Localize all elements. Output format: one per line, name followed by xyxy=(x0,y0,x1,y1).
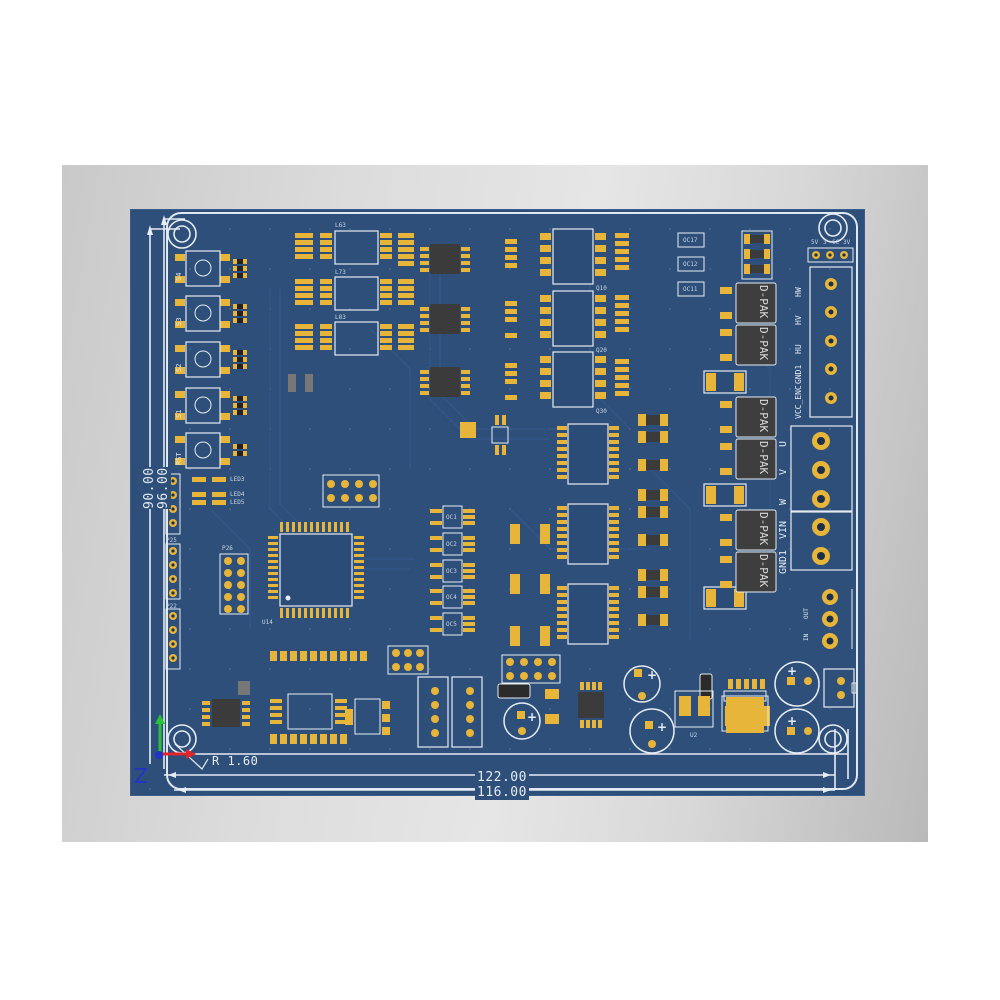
hall-header-label-2: 3 xyxy=(823,239,827,246)
switch-label-rst: RST xyxy=(175,452,183,465)
dpak-label-5: D-PAK xyxy=(757,512,770,546)
small-ic-label-oc11: OC11 xyxy=(683,286,698,293)
led-label-5: LED5 xyxy=(230,499,245,506)
hall-header-label-4: 3V xyxy=(843,239,851,246)
hall-header-label-3: CC xyxy=(832,239,840,246)
inductor-label-l73: L73 xyxy=(335,269,346,276)
switch-label-s2: S2 xyxy=(175,363,183,372)
motor-pin-label-w: W xyxy=(778,498,789,505)
hall-header-label-1: 5V xyxy=(811,239,819,246)
svg-text:+: + xyxy=(657,720,667,734)
dimension-width-outer: 122.00 xyxy=(475,770,529,785)
z-axis-label: Z xyxy=(134,764,148,788)
dpak-label-2: D-PAK xyxy=(757,327,770,361)
driver-label-q20: Q20 xyxy=(596,347,607,354)
hall-pin-label-vcc-enc: VCC_ENC xyxy=(794,385,803,419)
hall-pin-label-hu: HU xyxy=(794,344,803,354)
dpak-label-4: D-PAK xyxy=(757,441,770,475)
opto-label-2: OC2 xyxy=(446,541,457,548)
switch-label-s3: S3 xyxy=(175,317,183,326)
driver-label-q10: Q10 xyxy=(596,285,607,292)
small-ic-label-oc12: OC12 xyxy=(683,261,698,268)
inductor-label-l63: L63 xyxy=(335,222,346,229)
corner-radius-label: R 1.60 xyxy=(212,754,259,768)
motor-pin-label-v: V xyxy=(778,468,789,475)
motor-pin-label-u: U xyxy=(778,440,789,447)
aux-label-out: OUT xyxy=(803,608,810,619)
inductor-label-l83: L83 xyxy=(335,314,346,321)
svg-text:+: + xyxy=(647,668,657,682)
opto-label-1: OC1 xyxy=(446,514,457,521)
hall-pin-label-hw: HW xyxy=(794,287,803,297)
switch-label-s4: S4 xyxy=(175,272,183,281)
opto-label-4: OC4 xyxy=(446,594,457,601)
pcb-board: + + + + + xyxy=(130,209,865,800)
driver-label-q30: Q30 xyxy=(596,408,607,415)
dimension-height-inner: 90.00 xyxy=(142,467,157,509)
dpak-label-3: D-PAK xyxy=(757,399,770,433)
header-label-p26: P26 xyxy=(222,545,233,552)
dpak-label-6: D-PAK xyxy=(757,554,770,588)
aux-label-in: IN xyxy=(803,633,810,641)
hall-pin-label-gnd1: GND1 xyxy=(794,364,803,384)
power-pin-label-gnd1: GND1 xyxy=(778,549,789,574)
led-label-3: LED3 xyxy=(230,476,245,483)
svg-text:+: + xyxy=(787,714,797,728)
small-ic-label-oc17: OC17 xyxy=(683,237,698,244)
svg-text:+: + xyxy=(527,710,537,724)
switch-label-s1: S1 xyxy=(175,409,183,418)
dimension-width-inner: 116.00 xyxy=(475,785,529,800)
opto-label-5: OC5 xyxy=(446,621,457,628)
opto-label-3: OC3 xyxy=(446,568,457,575)
header-label-p25: P25 xyxy=(166,537,177,544)
power-pin-label-vin: VIN xyxy=(778,520,789,539)
regulator-label: U2 xyxy=(690,732,698,739)
led-label-4: LED4 xyxy=(230,491,245,498)
header-label-p22: P22 xyxy=(166,603,177,610)
mcu-label: U14 xyxy=(262,619,273,626)
svg-text:+: + xyxy=(787,664,797,678)
hall-pin-label-hv: HV xyxy=(794,315,803,325)
dimension-height-outer: 96.00 xyxy=(156,467,171,509)
dpak-label-1: D-PAK xyxy=(757,285,770,319)
